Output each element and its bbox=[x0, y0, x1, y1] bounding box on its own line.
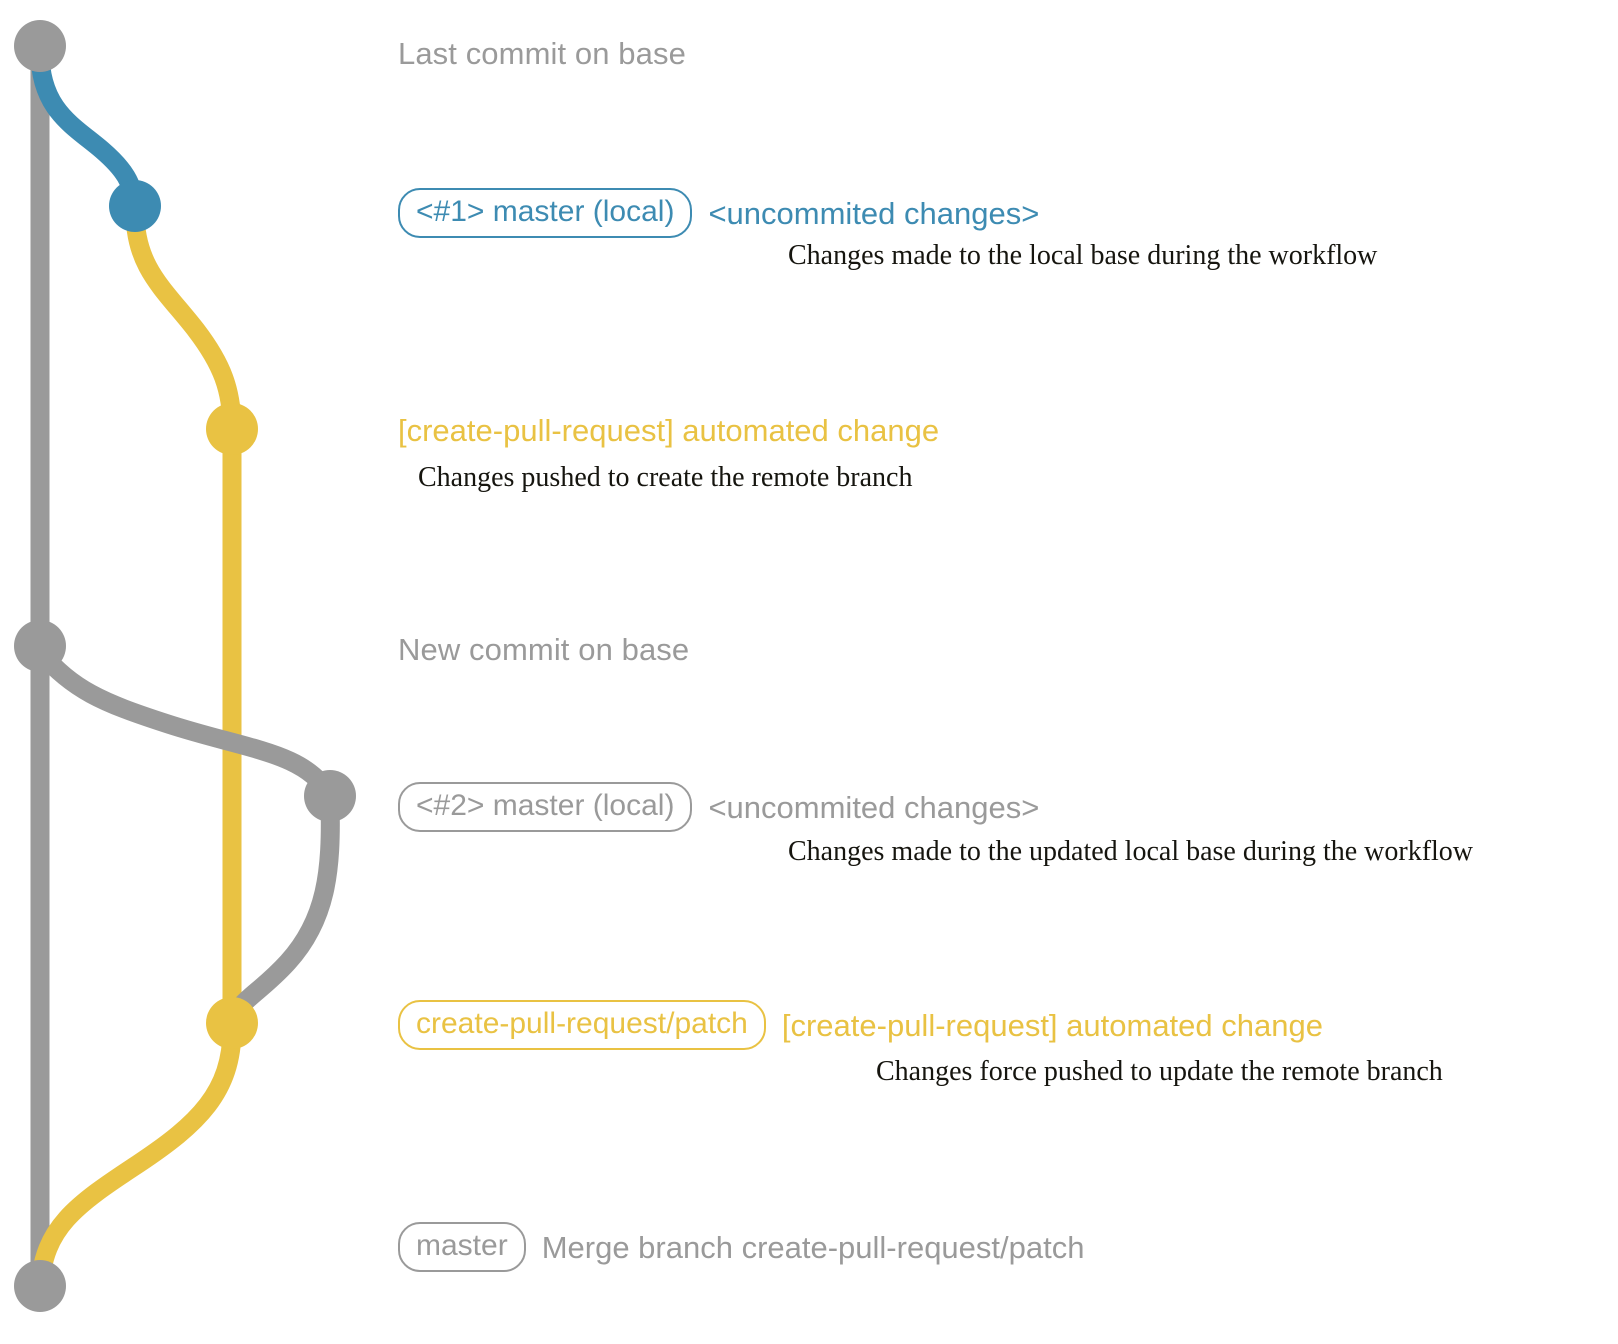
caption-automated-change-1: Changes pushed to create the remote bran… bbox=[418, 462, 913, 493]
chip-create-pull-request-patch[interactable]: create-pull-request/patch bbox=[398, 1000, 766, 1050]
subject-local-1: <uncommited changes> bbox=[708, 195, 1040, 231]
node-local-1 bbox=[109, 180, 161, 232]
edge-local-2-to-patch-2 bbox=[222, 792, 340, 1033]
subject-local-2: <uncommited changes> bbox=[708, 789, 1040, 825]
subject-automated-change-1: [create-pull-request] automated change bbox=[398, 413, 940, 448]
annotation-local-1: <#1> master (local) <uncommited changes> bbox=[398, 188, 1039, 238]
annotation-local-2: <#2> master (local) <uncommited changes> bbox=[398, 782, 1039, 832]
node-base-head bbox=[14, 20, 66, 72]
headline-new-commit-on-base: New commit on base bbox=[398, 632, 690, 667]
caption-automated-change-2: Changes force pushed to update the remot… bbox=[876, 1056, 1443, 1087]
node-local-2 bbox=[304, 770, 356, 822]
edge-base-new-to-local-2 bbox=[30, 642, 340, 806]
chip-local-2[interactable]: <#2> master (local) bbox=[398, 782, 693, 832]
node-patch-2 bbox=[206, 997, 258, 1049]
annotation-automated-change-2: create-pull-request/patch [create-pull-r… bbox=[398, 1000, 1323, 1050]
headline-last-commit-on-base: Last commit on base bbox=[398, 36, 686, 71]
caption-local-2: Changes made to the updated local base d… bbox=[788, 836, 1474, 867]
caption-local-1: Changes made to the local base during th… bbox=[788, 240, 1378, 271]
edge-patch-2-to-merge bbox=[30, 1019, 242, 1296]
node-base-new bbox=[14, 620, 66, 672]
annotation-merge: master Merge branch create-pull-request/… bbox=[398, 1222, 1084, 1272]
subject-merge: Merge branch create-pull-request/patch bbox=[541, 1229, 1085, 1265]
subject-automated-change-2: [create-pull-request] automated change bbox=[781, 1007, 1323, 1043]
node-merge bbox=[14, 1260, 66, 1312]
chip-local-1[interactable]: <#1> master (local) bbox=[398, 188, 693, 238]
node-patch-1 bbox=[206, 403, 258, 455]
chip-master[interactable]: master bbox=[398, 1222, 526, 1272]
edge-local-1-to-patch-1 bbox=[125, 202, 242, 439]
edge-base-to-local-1 bbox=[30, 42, 145, 216]
